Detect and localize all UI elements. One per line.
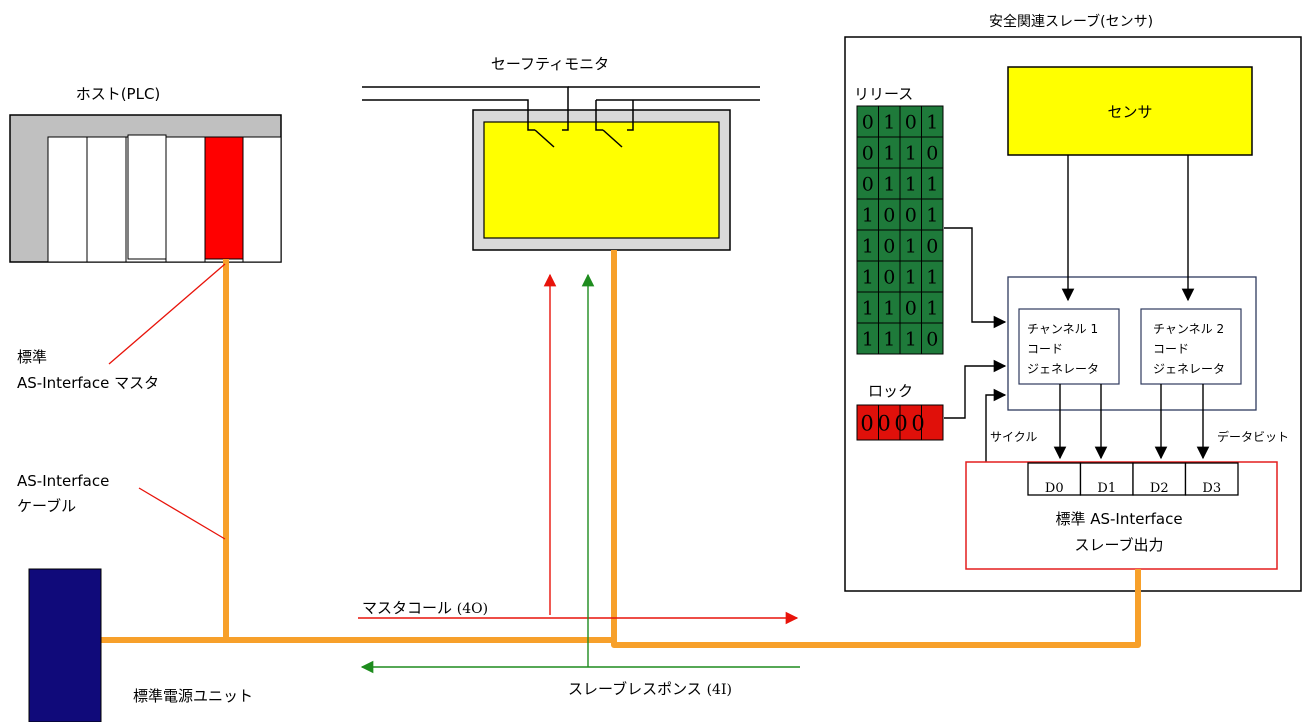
channel2-line3: ジェネレータ (1153, 362, 1225, 376)
cable-label-line1: AS-Interface (17, 472, 109, 490)
slave-output-line1: 標準 AS-Interface (1055, 510, 1182, 528)
safety-monitor-label: セーフティモニタ (491, 55, 609, 73)
release-bit: 1 (862, 205, 874, 227)
host-plc (9, 114, 282, 263)
data-bit-label: データビット (1217, 429, 1289, 444)
annotation-leaders (108, 263, 226, 540)
monitor-relay-contacts (362, 86, 760, 148)
cycle-label: サイクル (990, 430, 1037, 444)
plc-module (165, 136, 206, 263)
data-bit-cells: D0 D1 D2 D3 (1027, 462, 1239, 496)
lock-bit-cell (921, 404, 944, 441)
release-bit: 0 (862, 143, 874, 165)
lock-label: ロック (868, 382, 913, 400)
release-bit: 0 (905, 112, 917, 134)
release-bit: 1 (905, 329, 917, 351)
release-bit: 1 (905, 143, 917, 165)
release-bit: 1 (926, 267, 938, 289)
master-call-signal (358, 273, 799, 625)
sensor-box (1007, 66, 1253, 156)
slave-response-signal (360, 273, 800, 674)
release-bit: 1 (905, 236, 917, 258)
data-bit-cell (1079, 462, 1134, 496)
power-unit-label: 標準電源ユニット (133, 687, 253, 705)
release-bit: 1 (883, 112, 895, 134)
release-bit: 1 (926, 298, 938, 320)
lock-bit: 0 (877, 412, 890, 436)
sensor-to-generator-arrows (1061, 155, 1195, 302)
channel2-line1: チャンネル 2 (1153, 322, 1224, 336)
release-bit: 1 (862, 236, 874, 258)
slave-response-label: スレーブレスポンス (4I) (568, 680, 732, 698)
release-bit: 0 (883, 205, 895, 227)
release-bit: 0 (862, 112, 874, 134)
channel1-line2: コード (1027, 342, 1063, 356)
channel1-line3: ジェネレータ (1027, 362, 1099, 376)
channel1-code-generator (1018, 308, 1120, 385)
host-plc-label: ホスト(PLC) (76, 85, 161, 103)
plc-module (242, 136, 282, 263)
release-bit: 1 (926, 205, 938, 227)
data-bit-label-d2: D2 (1150, 481, 1169, 496)
as-interface-cable (101, 250, 1141, 648)
channel2-code-generator (1140, 308, 1242, 385)
code-input-arrows (944, 227, 1007, 462)
monitor-panel (483, 121, 720, 239)
lock-bit: 0 (860, 412, 873, 436)
generator-to-bits-arrows (1053, 384, 1210, 460)
standard-power-unit (28, 568, 102, 722)
data-bit-cell (1027, 462, 1082, 496)
data-bit-cell (1184, 462, 1239, 496)
release-bit: 1 (862, 329, 874, 351)
slave-output-line2: スレーブ出力 (1074, 536, 1163, 554)
release-bit: 0 (926, 236, 938, 258)
release-bit: 0 (883, 236, 895, 258)
release-bit: 1 (883, 329, 895, 351)
channel1-line1: チャンネル 1 (1027, 322, 1098, 336)
release-bit: 1 (883, 143, 895, 165)
data-bit-label-d0: D0 (1045, 481, 1064, 496)
release-bit: 0 (905, 205, 917, 227)
release-bit: 1 (862, 298, 874, 320)
safety-slave-label: 安全関連スレーブ(センサ) (989, 13, 1153, 30)
release-bit: 1 (905, 174, 917, 196)
master-label-line1: 標準 (17, 348, 47, 366)
release-bit: 1 (862, 267, 874, 289)
release-label: リリース (854, 85, 913, 103)
release-bit: 1 (883, 298, 895, 320)
release-bit: 0 (862, 174, 874, 196)
release-bit-cell (921, 322, 944, 355)
release-bit: 0 (905, 298, 917, 320)
plc-module (47, 136, 88, 263)
release-bit: 1 (883, 174, 895, 196)
safety-monitor (362, 86, 760, 251)
cable-label-line2: ケーブル (17, 497, 76, 515)
master-call-label: マスタコール (4O) (362, 599, 488, 617)
lock-bit: 0 (911, 412, 924, 436)
release-bit: 1 (926, 174, 938, 196)
release-bit: 1 (926, 112, 938, 134)
release-bit: 0 (926, 143, 938, 165)
release-bit: 1 (905, 267, 917, 289)
data-bit-label-d1: D1 (1097, 481, 1116, 496)
channel2-line2: コード (1153, 342, 1189, 356)
plc-module (127, 134, 167, 260)
data-bit-cell (1132, 462, 1187, 496)
release-bit: 0 (883, 267, 895, 289)
release-bit: 0 (926, 329, 938, 351)
plc-as-interface-master-module (204, 136, 244, 260)
plc-module (86, 136, 127, 263)
sensor-label: センサ (1107, 103, 1152, 121)
lock-bit: 0 (894, 412, 907, 436)
data-bit-label-d3: D3 (1202, 481, 1221, 496)
master-label-line2: AS-Interface マスタ (17, 374, 159, 392)
